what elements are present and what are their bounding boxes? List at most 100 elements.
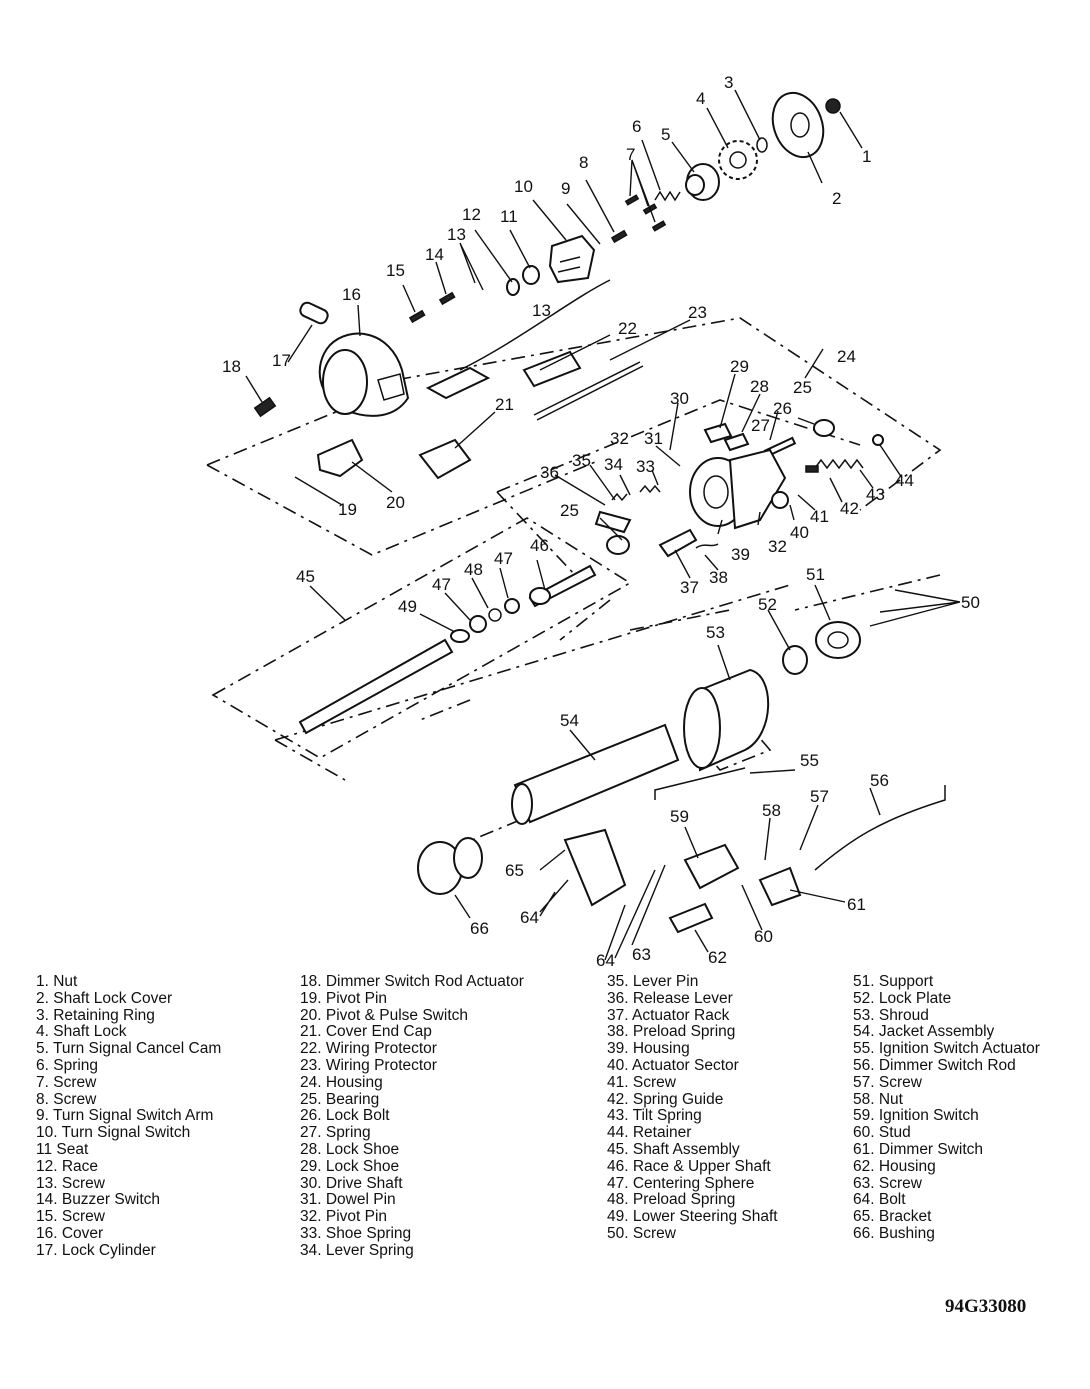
callout-11: 11 [500, 207, 518, 226]
legend-item: 29. Lock Shoe [300, 1157, 400, 1175]
figure-code: 94G33080 [945, 1296, 1027, 1317]
part-51-support [815, 621, 861, 659]
legend-item: 7. Screw [36, 1073, 97, 1091]
callout-32-a: 32 [610, 429, 629, 448]
part-11-seat [522, 265, 540, 285]
legend-item: 49. Lower Steering Shaft [607, 1208, 778, 1226]
legend-item: 43. Tilt Spring [607, 1107, 702, 1125]
legend-item: 22. Wiring Protector [300, 1040, 437, 1058]
legend-item: 32. Pivot Pin [300, 1208, 388, 1226]
legend-item: 2. Shaft Lock Cover [36, 989, 173, 1007]
part-14-buzzer-switch [438, 291, 456, 306]
legend-item: 27. Spring [300, 1124, 371, 1142]
part-6-spring [654, 190, 681, 202]
callout-57: 57 [810, 787, 829, 806]
exploded-steering-column-diagram: 1 2 3 4 5 6 7 8 9 10 11 12 13 13 14 15 1… [206, 73, 980, 970]
legend-item: 47. Centering Sphere [607, 1174, 755, 1192]
callout-47-b: 47 [494, 549, 513, 568]
legend-item: 13. Screw [36, 1174, 105, 1192]
part-21-cover-end-cap [418, 438, 472, 480]
callout-13-a: 13 [447, 225, 466, 244]
legend-item: 33. Shoe Spring [300, 1224, 412, 1242]
callout-8: 8 [579, 153, 588, 172]
legend-item: 5. Turn Signal Cancel Cam [36, 1040, 222, 1058]
legend-item: 54. Jacket Assembly [853, 1023, 995, 1041]
callout-49: 49 [398, 597, 417, 616]
callout-25-b: 25 [560, 501, 579, 520]
part-5-cancel-cam [685, 163, 720, 201]
outline-housing-group [339, 317, 942, 631]
callout-38: 38 [709, 568, 728, 587]
part-65-bracket [563, 828, 627, 907]
part-4-shaft-lock [718, 140, 758, 180]
callout-16: 16 [342, 285, 361, 304]
part-46-upper-shaft [528, 564, 597, 608]
legend-item: 20. Pivot & Pulse Switch [300, 1006, 468, 1024]
legend-item: 57. Screw [853, 1073, 922, 1091]
legend-item: 1. Nut [36, 973, 78, 990]
legend-item: 42. Spring Guide [607, 1090, 724, 1108]
part-66-bushing [417, 837, 483, 895]
part-54-jacket-assembly [511, 723, 680, 825]
callout-26: 26 [773, 399, 792, 418]
part-59-60-ignition-switch [683, 843, 740, 890]
legend-item: 50. Screw [607, 1224, 676, 1242]
callout-27: 27 [751, 416, 770, 435]
callout-45: 45 [296, 567, 315, 586]
callout-21: 21 [495, 395, 514, 414]
legend-item: 58. Nut [853, 1090, 903, 1108]
legend-item: 36. Release Lever [607, 989, 733, 1007]
callout-23: 23 [688, 303, 707, 322]
legend-item: 21. Cover End Cap [300, 1023, 432, 1041]
callout-66: 66 [470, 919, 489, 938]
part-22-23-wiring-protectors [425, 279, 644, 421]
callout-53: 53 [706, 623, 725, 642]
callout-62: 62 [708, 948, 727, 967]
callout-58: 58 [762, 801, 781, 820]
callout-33: 33 [636, 457, 655, 476]
legend-item: 55. Ignition Switch Actuator [853, 1040, 1040, 1058]
part-53-shroud [683, 668, 770, 772]
callout-1: 1 [862, 147, 871, 166]
legend-item: 52. Lock Plate [853, 989, 952, 1007]
legend-item: 65. Bracket [853, 1208, 932, 1226]
legend-item: 53. Shroud [853, 1006, 929, 1024]
part-16-cover [318, 332, 410, 417]
legend-item: 46. Race & Upper Shaft [607, 1157, 771, 1175]
legend-item: 6. Spring [36, 1056, 99, 1074]
callout-10: 10 [514, 177, 533, 196]
callout-18: 18 [222, 357, 241, 376]
callout-24: 24 [837, 347, 856, 366]
callout-64-b: 64 [596, 951, 615, 970]
callout-41: 41 [810, 507, 829, 526]
part-55-56-rods [654, 767, 946, 871]
part-7-screws [624, 194, 667, 232]
legend-item: 51. Support [853, 973, 934, 990]
callout-3: 3 [724, 73, 733, 92]
legend-item: 8. Screw [36, 1090, 97, 1108]
callout-61: 61 [847, 895, 866, 914]
callout-35: 35 [572, 451, 591, 470]
part-62-housing [668, 902, 714, 934]
legend-item: 60. Stud [853, 1124, 911, 1142]
callout-22: 22 [618, 319, 637, 338]
callout-4: 4 [696, 89, 705, 108]
callout-48: 48 [464, 560, 483, 579]
callout-15: 15 [386, 261, 405, 280]
callout-60: 60 [754, 927, 773, 946]
callout-labels: 1 2 3 4 5 6 7 8 9 10 11 12 13 13 14 15 1… [222, 73, 980, 970]
part-18-dimmer-actuator [253, 396, 277, 418]
legend-item: 63. Screw [853, 1174, 922, 1192]
callout-54: 54 [560, 711, 579, 730]
callout-37: 37 [680, 578, 699, 597]
callout-47-a: 47 [432, 575, 451, 594]
legend-item: 39. Housing [607, 1040, 690, 1058]
callout-32-b: 32 [768, 537, 787, 556]
outline-cover-group [206, 399, 601, 556]
callout-46: 46 [530, 536, 549, 555]
legend-item: 37. Actuator Rack [607, 1006, 730, 1024]
legend-item: 59. Ignition Switch [853, 1107, 979, 1125]
part-3-retaining-ring [756, 137, 768, 153]
